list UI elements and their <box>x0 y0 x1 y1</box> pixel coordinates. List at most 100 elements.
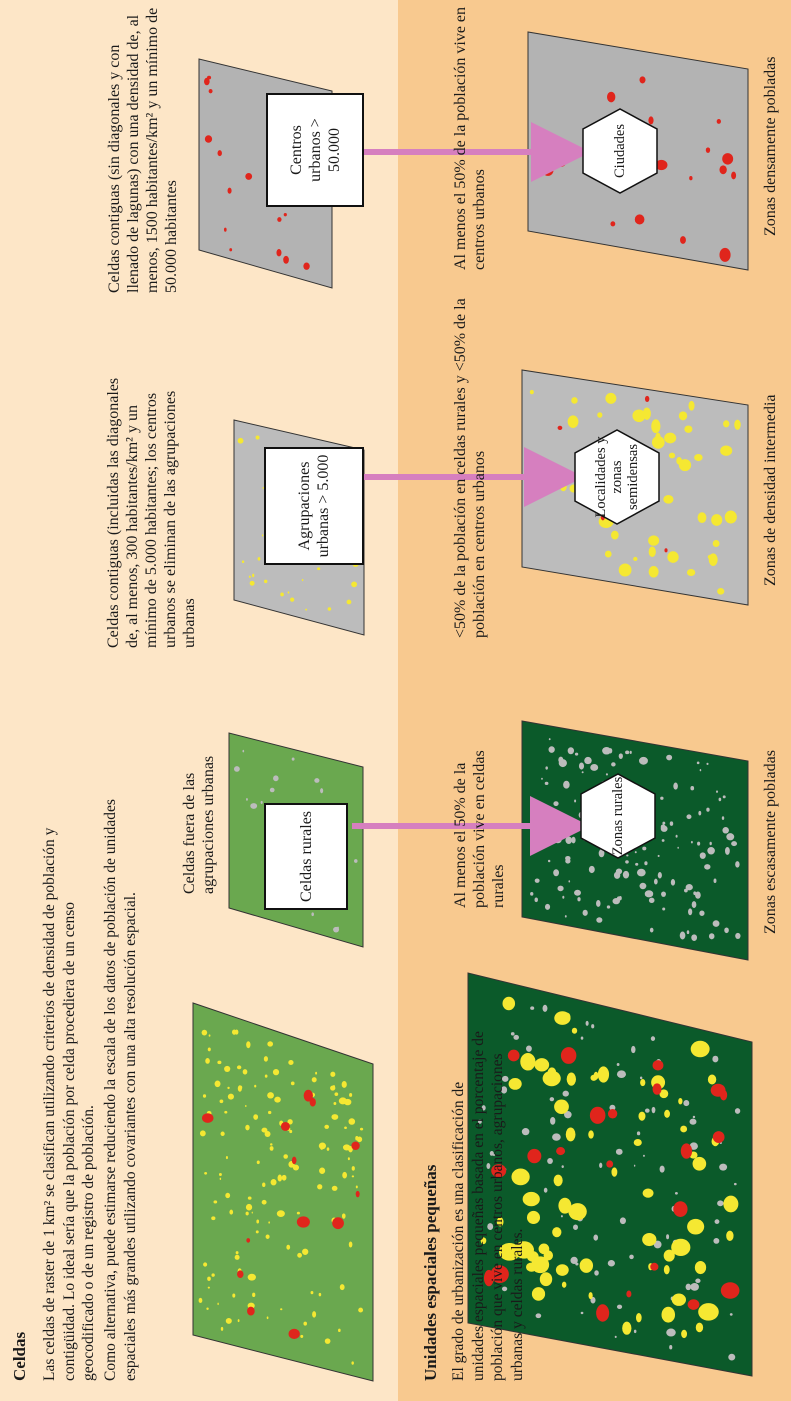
map-speckle <box>686 930 690 935</box>
map-speckle <box>590 764 599 771</box>
map-speckle <box>264 1074 268 1078</box>
map-speckle <box>607 1109 618 1119</box>
map-speckle <box>331 1185 338 1191</box>
map-speckle <box>227 1086 230 1090</box>
small-units-text: El grado de urbanización es una clasific… <box>450 1031 526 1381</box>
map-speckle <box>664 432 677 444</box>
map-speckle <box>229 248 233 252</box>
map-speckle <box>218 1172 222 1177</box>
map-speckle <box>640 1079 646 1087</box>
map-speckle <box>716 119 721 124</box>
small-units-map <box>467 972 753 1377</box>
map-speckle <box>530 1006 535 1010</box>
map-speckle <box>691 934 698 941</box>
map-speckle <box>311 912 314 917</box>
map-speckle <box>585 1020 589 1026</box>
map-speckle <box>720 445 733 456</box>
map-speckle <box>539 1272 553 1287</box>
map-speckle <box>619 1217 626 1225</box>
map-speckle <box>552 1227 562 1238</box>
population-grid-dots <box>198 1029 364 1365</box>
map-speckle <box>694 1260 707 1275</box>
map-speckle <box>206 1307 209 1310</box>
map-speckle <box>254 1084 257 1088</box>
map-speckle <box>579 1258 594 1273</box>
map-speckle <box>496 1217 504 1227</box>
map-speckle <box>720 1282 740 1299</box>
map-speckle <box>691 901 697 909</box>
map-speckle <box>724 847 730 855</box>
map-speckle <box>344 1126 347 1130</box>
map-speckle <box>242 1069 248 1075</box>
map-speckle <box>348 1241 353 1248</box>
map-speckle <box>649 927 654 933</box>
map-speckle <box>213 1200 218 1204</box>
map-speckle <box>274 1096 281 1103</box>
map-speckle <box>543 827 551 835</box>
map-speckle <box>227 187 232 194</box>
map-speckle <box>724 927 729 934</box>
map-speckle <box>650 1262 659 1271</box>
map-speckle <box>229 1209 234 1215</box>
map-speckle <box>556 1147 566 1156</box>
map-speckle <box>711 514 723 526</box>
rural-areas-hexagon: Zonas rurales <box>580 773 656 859</box>
map-speckle <box>685 1283 692 1291</box>
map-speckle <box>625 750 630 755</box>
map-speckle <box>667 551 679 563</box>
map-speckle <box>283 255 289 264</box>
map-speckle <box>296 1216 310 1228</box>
map-speckle <box>276 1210 285 1218</box>
map-speckle <box>542 1004 548 1012</box>
map-speckle <box>324 1338 331 1344</box>
towns-caption: <50% de la población en celdas rurales y… <box>452 298 488 638</box>
map-speckle <box>719 165 727 175</box>
map-speckle <box>699 852 706 859</box>
map-speckle <box>678 411 688 421</box>
map-speckle <box>552 1133 561 1141</box>
map-speckle <box>232 1293 236 1298</box>
map-speckle <box>607 1260 615 1267</box>
map-speckle <box>280 1121 290 1131</box>
map-speckle <box>277 1174 283 1182</box>
map-speckle <box>303 262 310 270</box>
map-speckle <box>680 1143 693 1159</box>
map-speckle <box>597 1066 610 1083</box>
map-speckle <box>604 550 612 558</box>
map-speckle <box>287 1119 293 1125</box>
map-speckle <box>636 1131 641 1136</box>
map-speckle <box>255 1230 259 1234</box>
map-speckle <box>204 1172 208 1175</box>
map-speckle <box>557 885 564 892</box>
map-speckle <box>281 1174 287 1181</box>
map-speckle <box>731 171 737 180</box>
map-speckle <box>557 482 562 489</box>
map-speckle <box>588 865 595 874</box>
map-speckle <box>689 1118 697 1125</box>
map-speckle <box>642 846 647 851</box>
map-speckle <box>663 495 674 504</box>
map-speckle <box>256 1160 260 1165</box>
map-speckle <box>611 1167 618 1177</box>
map-speckle <box>639 882 647 890</box>
map-speckle <box>250 582 253 585</box>
map-speckle <box>351 1141 360 1151</box>
map-speckle <box>634 851 637 854</box>
map-speckle <box>687 1299 700 1310</box>
map-speckle <box>697 512 707 524</box>
cities-label: Ciudades <box>612 124 628 178</box>
map-speckle <box>597 412 603 418</box>
map-speckle <box>690 1282 699 1291</box>
map-speckle <box>626 854 629 857</box>
map-speckle <box>633 1164 636 1167</box>
rural-cells-box: Celdas rurales <box>264 803 348 910</box>
map-speckle <box>502 996 516 1011</box>
small-units-dots <box>477 996 741 1361</box>
map-speckle <box>722 795 726 799</box>
map-speckle <box>695 1322 704 1333</box>
cells-paragraph-1: Las celdas de raster de 1 km² se clasifi… <box>41 827 97 1381</box>
map-speckle <box>247 1273 256 1281</box>
map-speckle <box>642 1232 657 1247</box>
map-speckle <box>671 1238 691 1257</box>
map-speckle <box>615 1148 623 1155</box>
